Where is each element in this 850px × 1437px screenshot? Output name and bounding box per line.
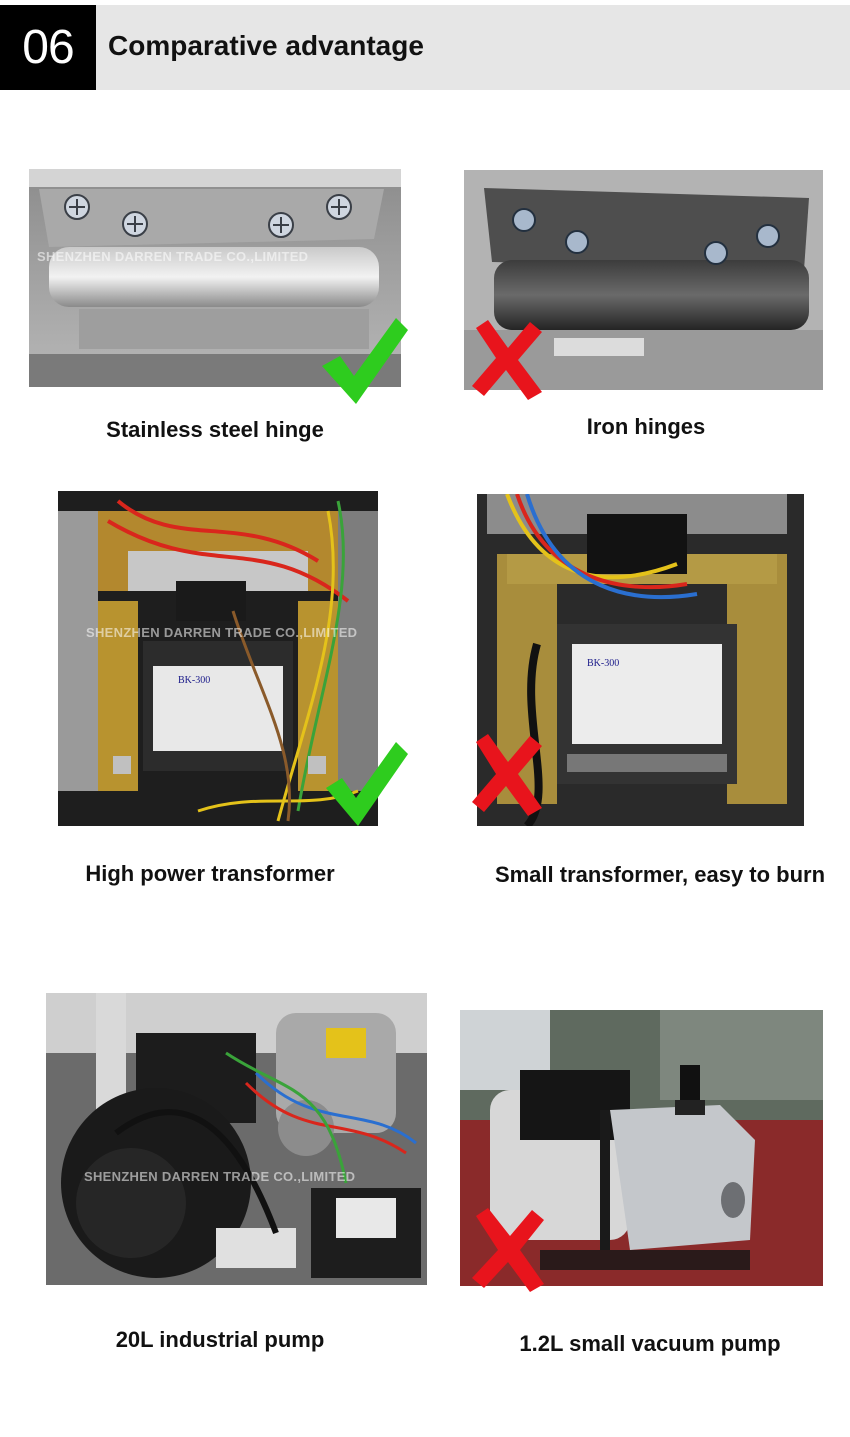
small-transformer-photo: BK-300 (477, 494, 804, 826)
transformer-label-text: BK-300 (178, 675, 210, 686)
section-header: 06 Comparative advantage (0, 5, 850, 90)
check-mark-icon (326, 742, 408, 826)
small-vacuum-pump-caption: 1.2L small vacuum pump (519, 1331, 781, 1356)
small-transformer-caption: Small transformer, easy to burn (494, 862, 826, 887)
watermark-text: SHENZHEN DARREN TRADE CO.,LIMITED (37, 249, 309, 264)
high-power-transformer-photo: BK-300 SHENZHEN DARREN TRADE CO.,LIMITED (58, 491, 378, 826)
iron-hinge-photo (464, 170, 823, 390)
check-mark-icon (322, 318, 408, 404)
transformer-label-text: BK-300 (587, 658, 619, 669)
stainless-steel-hinge-photo: SHENZHEN DARREN TRADE CO.,LIMITED (29, 169, 401, 387)
section-number: 06 (0, 5, 96, 90)
industrial-pump-photo: SHENZHEN DARREN TRADE CO.,LIMITED (46, 993, 427, 1285)
watermark-text: SHENZHEN DARREN TRADE CO.,LIMITED (86, 625, 358, 640)
high-power-transformer-caption: High power transformer (85, 861, 335, 886)
stainless-steel-hinge-caption: Stainless steel hinge (106, 417, 324, 442)
small-vacuum-pump-photo (460, 1010, 823, 1286)
section-title: Comparative advantage (108, 30, 424, 61)
cross-mark-icon (472, 320, 542, 400)
iron-hinge-caption: Iron hinges (586, 414, 706, 439)
cross-mark-icon (472, 1208, 544, 1292)
watermark-text: SHENZHEN DARREN TRADE CO.,LIMITED (84, 1169, 356, 1184)
cross-mark-icon (472, 734, 542, 816)
industrial-pump-caption: 20L industrial pump (115, 1327, 325, 1352)
